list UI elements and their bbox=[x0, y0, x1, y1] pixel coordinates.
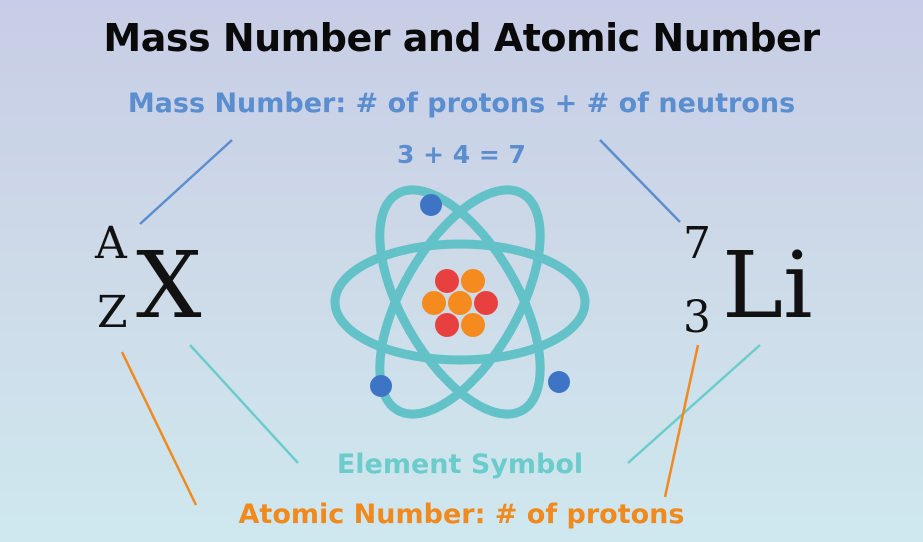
element-connector-right bbox=[627, 344, 761, 464]
neutron bbox=[461, 313, 485, 337]
generic-mass-number: A bbox=[95, 218, 127, 269]
orbit bbox=[330, 239, 590, 365]
electron bbox=[370, 375, 392, 397]
atomic-connector-left bbox=[120, 351, 198, 506]
proton bbox=[435, 269, 459, 293]
element-connector-left bbox=[189, 344, 299, 464]
electron bbox=[420, 194, 442, 216]
lithium-symbol: Li bbox=[722, 232, 813, 339]
atomic-number-label: Atomic Number: # of protons bbox=[238, 499, 685, 530]
neutron bbox=[448, 291, 472, 315]
element-symbol-label: Element Symbol bbox=[336, 449, 584, 480]
lithium-atomic-number: 3 bbox=[683, 292, 711, 343]
electron bbox=[548, 371, 570, 393]
lithium-mass-number: 7 bbox=[683, 218, 711, 269]
generic-symbol: X bbox=[136, 232, 202, 339]
orbit bbox=[375, 185, 545, 419]
mass-connector-left bbox=[139, 139, 233, 225]
mass-number-label: Mass Number: # of protons + # of neutron… bbox=[127, 88, 796, 119]
proton bbox=[435, 313, 459, 337]
mass-connector-right bbox=[599, 139, 681, 223]
neutron bbox=[461, 269, 485, 293]
mass-equation: 3 + 4 = 7 bbox=[397, 140, 526, 169]
generic-atomic-number: Z bbox=[97, 287, 128, 338]
atom-icon bbox=[330, 185, 590, 419]
atomic-connector-right bbox=[663, 344, 700, 498]
proton bbox=[474, 291, 498, 315]
neutron bbox=[422, 291, 446, 315]
page-title: Mass Number and Atomic Number bbox=[103, 16, 820, 60]
